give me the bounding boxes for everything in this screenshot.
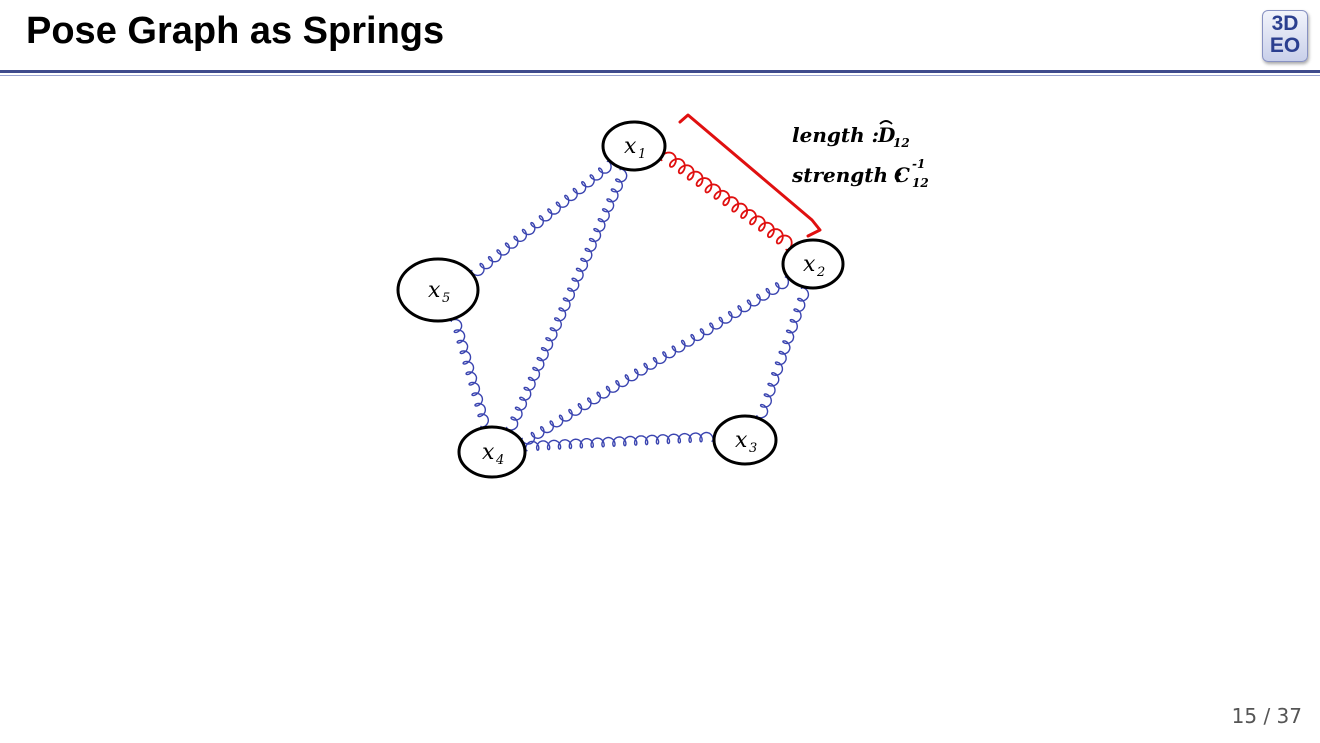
spring-x1-x5 xyxy=(470,160,612,277)
node-subscript: 4 xyxy=(495,453,504,468)
node-subscript: 2 xyxy=(816,265,825,280)
spring-x1-x2 xyxy=(659,151,793,251)
node-label: x xyxy=(803,252,816,277)
logo-text-top: 3D xyxy=(1271,12,1299,35)
header-divider-thin xyxy=(0,75,1320,76)
strength-label: strength : xyxy=(791,163,902,187)
strength-superscript: -1 xyxy=(912,157,925,171)
length-bracket-group xyxy=(678,113,822,238)
header-divider xyxy=(0,70,1320,73)
node-label: x xyxy=(482,440,495,465)
node-circle xyxy=(781,238,845,290)
node-subscript: 3 xyxy=(749,441,757,456)
strength-symbol: C xyxy=(894,163,910,187)
node-label: x xyxy=(735,428,748,453)
node-circle xyxy=(396,257,480,323)
spring-x5-x4 xyxy=(450,318,489,428)
node-label: x xyxy=(624,134,637,159)
node-subscript: 5 xyxy=(442,291,450,306)
spring-x4-x3 xyxy=(524,431,714,452)
page-number: 15 / 37 xyxy=(1231,704,1302,728)
logo-text-bottom: EO xyxy=(1269,34,1301,57)
length-symbol: D xyxy=(877,123,896,147)
3deo-logo: 3D EO xyxy=(1262,10,1308,62)
strength-subscript: 12 xyxy=(912,176,929,190)
spring-x2-x3 xyxy=(756,286,810,419)
node-circle xyxy=(601,120,667,172)
slide-title: Pose Graph as Springs xyxy=(26,10,445,52)
node-label: x xyxy=(428,278,441,303)
spring-x2-x4 xyxy=(521,276,790,445)
length-bracket xyxy=(678,113,822,238)
node-subscript: 1 xyxy=(638,147,646,162)
node-circle xyxy=(457,425,527,479)
spring-annotation: length : D 12 strength : C 12 -1 xyxy=(791,120,929,190)
spring-x1-x4 xyxy=(506,168,628,431)
length-subscript: 12 xyxy=(893,136,910,150)
length-bar xyxy=(879,120,893,125)
length-label: length : xyxy=(792,123,879,147)
spring-edges xyxy=(450,151,810,452)
node-circle xyxy=(712,414,778,466)
